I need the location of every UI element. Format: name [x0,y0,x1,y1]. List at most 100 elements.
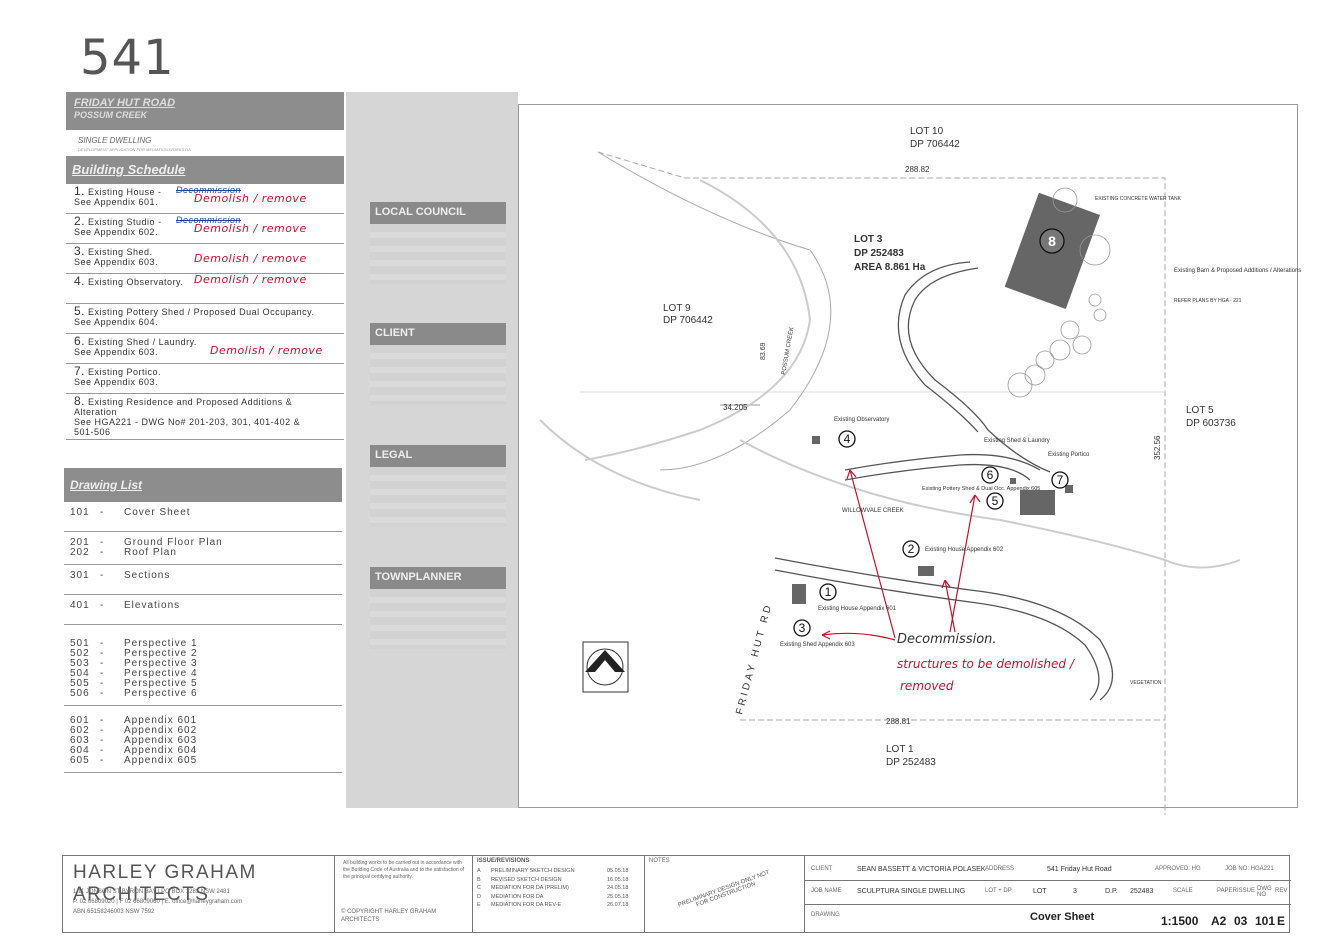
approved-label: APPROVED: HG [1155,866,1201,872]
schedule-item-line: 2. Existing Studio - [74,215,336,227]
dash: - [100,715,105,726]
scale-value: 1:1500 [1161,914,1199,928]
drawing-entry: 502-Perspective 2 [70,649,336,659]
lot5-label: LOT 5 [1186,405,1214,416]
drawing-group: 101-Cover Sheet [64,502,342,532]
dp10-label: DP 706442 [910,139,960,150]
dp9-label: DP 706442 [663,315,713,326]
address-line-2: POSSUM CREEK [74,110,148,120]
dp3-label: DP 252483 [854,248,904,259]
drawing-title: Elevations [124,600,181,611]
drawing-entry: 201-Ground Floor Plan [70,538,336,548]
drawing-entry: 603-Appendix 603 [70,736,336,746]
lot10-label: LOT 10 [910,126,944,137]
handwritten-annotation: Demolish / remove [194,273,307,286]
schedule-item-line: 8. Existing Residence and Proposed Addit… [74,395,336,407]
handwritten-notes: Decommission. structures to be demolishe… [897,632,1076,693]
schedule-item-text: Existing Studio - [88,217,162,227]
schedule-item-line: 7. Existing Portico. [74,364,336,378]
dash: - [100,507,105,518]
drawing-number: 101 [70,507,90,518]
drawing-entry: 504- Perspective 4 [70,669,336,679]
issue-code: B [477,876,481,883]
document-number: 541 [80,30,175,86]
schedule-item-text: See Appendix 603. [74,377,159,387]
notes-label: NOTES [649,858,670,864]
drawing-title: Perspective 4 [124,668,198,679]
project-address: FRIDAY HUT ROAD POSSUM CREEK [66,92,344,130]
drawing-title: Cover Sheet [1030,911,1095,923]
drawing-title: Ground Floor Plan [124,537,223,548]
dash: - [100,638,105,649]
house-601-icon [792,584,806,604]
schedule-item-text: See Appendix 604. [74,317,159,327]
marker-4: 4 [844,432,851,446]
marker-5: 5 [992,494,999,508]
dwg-label: DWG NO [1257,886,1272,898]
issue-desc: REVISED SKETCH DESIGN [491,876,562,883]
preliminary-stamp: PRELIMINARY DESIGN ONLY NOT FOR CONSTRUC… [677,869,771,909]
drawing-title: Appendix 604 [124,745,198,756]
dwg-value: 101 [1255,914,1276,928]
schedule-item-text: See Appendix 601. [74,197,159,207]
legal-section: LEGAL [370,445,506,527]
dash: - [100,668,105,679]
drawing-group: 401- Elevations [64,595,342,625]
marker-3: 3 [799,621,806,635]
issue-date: 25.05.18 [607,893,629,900]
schedule-item-text: Existing Residence and Proposed Addition… [88,397,293,407]
client-label: CLIENT [811,866,833,872]
drawing-entry: 506-Perspective 6 [70,689,336,699]
drawing-number: 202 [70,547,90,558]
lot9-label: LOT 9 [663,303,691,314]
schedule-item-number: 7. [74,364,86,378]
dash: - [100,658,105,669]
drawing-entry: 503-Perspective 3 [70,659,336,669]
schedule-item-text: See Appendix 602. [74,227,159,237]
drawing-title: Perspective 2 [124,648,198,659]
schedule-item-text: See HGA221 - DWG No# 201-203, 301, 401-4… [74,417,301,427]
vegetation-label: VEGETATION [1130,680,1162,686]
drawing-number: 401 [70,600,90,611]
drawing-number: 504 [70,668,90,679]
drawing-title: Perspective 3 [124,658,198,669]
dash: - [100,600,105,611]
issue-value: 03 [1234,914,1248,928]
drawing-number: 605 [70,755,90,766]
drawing-entry: 401- Elevations [70,601,336,611]
pottery-shed-icon [1020,490,1055,515]
dash: - [100,537,105,548]
water-tank-label: EXISTING CONCRETE WATER TANK [1095,196,1182,202]
legal-heading: LEGAL [370,445,506,467]
drawing-title: Appendix 602 [124,725,198,736]
note-line-1: structures to be demolished / [897,657,1076,671]
schedule-item-text: Existing Shed / Laundry. [88,337,197,347]
drawing-entry: 605-Appendix 605 [70,756,336,766]
buildings [792,192,1100,604]
site-plan-frame [518,104,1298,808]
client-value: SEAN BASSETT & VICTORIA POLASEK [857,866,986,873]
north-arrow-icon [582,641,629,693]
area3-label: AREA 8.861 Ha [854,262,926,273]
schedule-item-text: Existing Shed. [88,247,153,257]
schedule-item: 7. Existing Portico.See Appendix 603. [66,364,344,394]
townplanner-faint-text [370,589,506,649]
decommission-note: Decommission. [897,632,997,647]
willowvale-creek-label: WILLOWVALE CREEK [842,508,904,514]
schedule-item-text: See Appendix 603. [74,257,159,267]
drawing-title: Perspective 5 [124,678,198,689]
laundry-icon [1010,478,1016,484]
drawing-number: 604 [70,745,90,756]
dim-left: 34.205 [723,403,748,412]
lot3-label: LOT 3 [854,234,883,245]
dp5-label: DP 603736 [1186,418,1236,429]
rev-label: REV [1275,888,1288,894]
schedule-item-number: 6. [74,334,86,348]
jobname-label: JOB NAME [811,888,842,894]
handwritten-annotation: Demolish / remove [194,252,307,265]
drawing-entry: 604-Appendix 604 [70,746,336,756]
